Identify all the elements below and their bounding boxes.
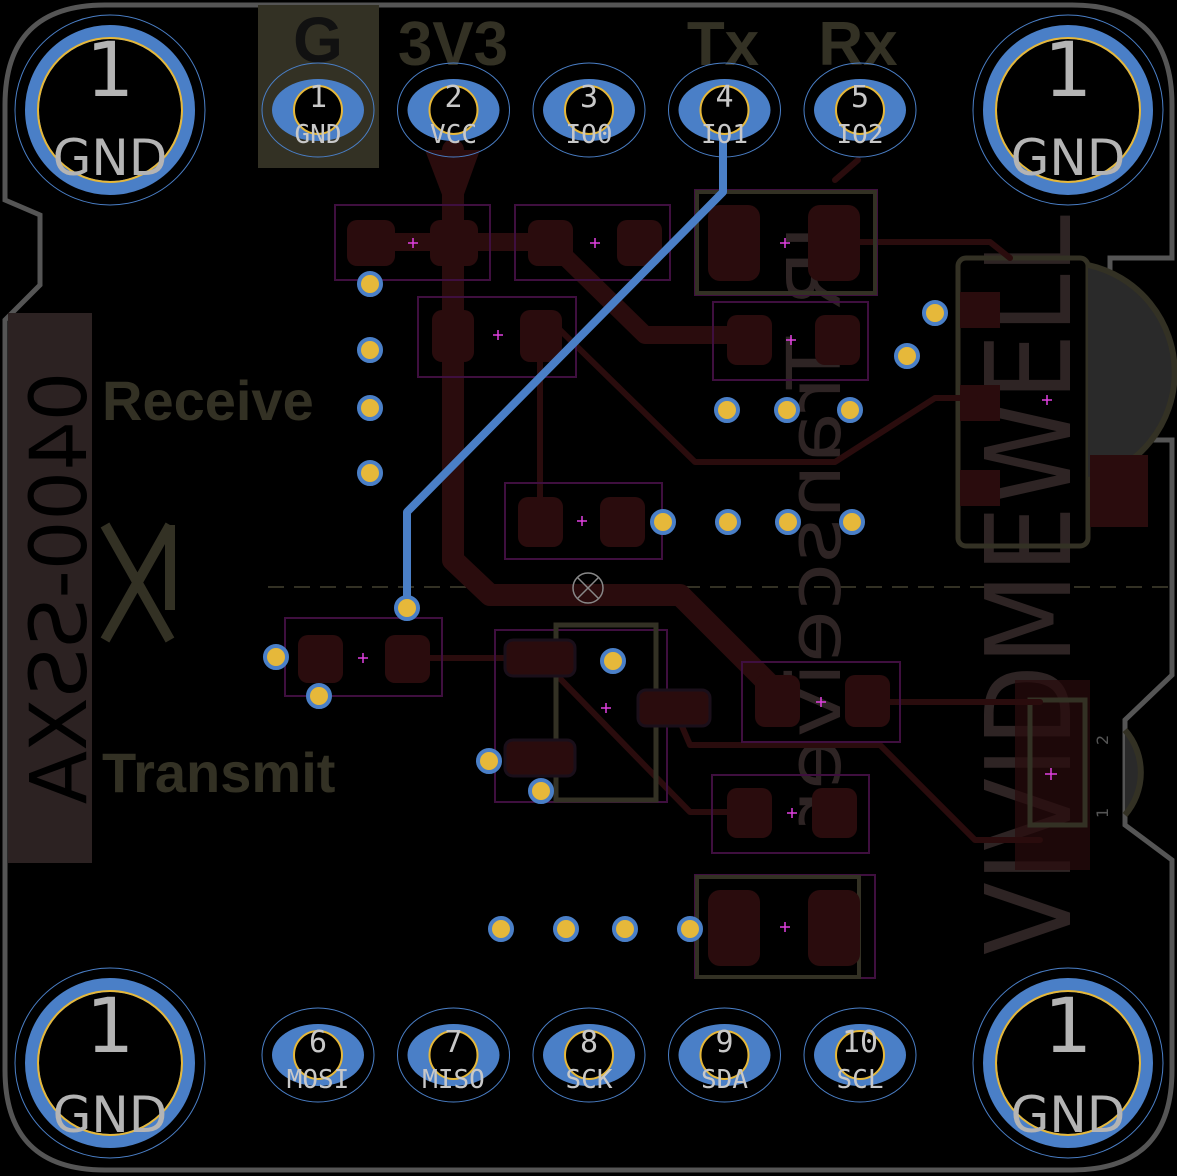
pin-number: 4 xyxy=(715,80,733,115)
pin-number: 8 xyxy=(580,1025,598,1060)
mount-hole-number: 1 xyxy=(86,25,134,114)
silk-g: G xyxy=(293,4,343,76)
pin-number: 3 xyxy=(580,80,598,115)
mount-hole-name: GND xyxy=(1011,129,1126,187)
mount-hole-number: 1 xyxy=(1044,25,1092,114)
pin-name: IO2 xyxy=(837,120,884,150)
part-number-box xyxy=(8,313,92,863)
ir-receiver-footprint xyxy=(955,255,1177,549)
mount-hole-name: GND xyxy=(53,1086,168,1144)
led-pin1-label: 1 xyxy=(1093,808,1112,818)
pin-name: MOSI xyxy=(287,1065,350,1095)
mount-hole-number: 1 xyxy=(86,981,134,1070)
pin-name: SCL xyxy=(837,1065,884,1095)
pin-number: 7 xyxy=(444,1025,462,1060)
pin-name: MISO xyxy=(422,1065,485,1095)
mount-hole: 1 GND xyxy=(14,967,206,1159)
mount-hole-number: 1 xyxy=(1044,981,1092,1070)
silk-transmit: Transmit xyxy=(102,741,335,804)
mount-hole-name: GND xyxy=(1011,1086,1126,1144)
pin-name: IO0 xyxy=(566,120,613,150)
pin-number: 5 xyxy=(851,80,869,115)
pin-number: 10 xyxy=(842,1025,878,1060)
pin-name: IO1 xyxy=(701,120,748,150)
silk-receive: Receive xyxy=(102,369,314,432)
part-number-label: 0400-SSXA xyxy=(15,372,105,804)
pin-name: SCK xyxy=(566,1065,613,1095)
silk-3v3: 3V3 xyxy=(398,10,508,79)
mount-hole: 1 GND xyxy=(972,967,1164,1159)
back-copper-trace xyxy=(403,110,727,608)
mount-hole: 1 GND xyxy=(14,14,206,206)
pin-number: 6 xyxy=(309,1025,327,1060)
origin-marker xyxy=(572,572,604,604)
pin-number: 9 xyxy=(715,1025,733,1060)
vias xyxy=(263,271,948,942)
mount-hole: 1 GND xyxy=(972,14,1164,206)
mount-hole-name: GND xyxy=(53,129,168,187)
pin-name: GND xyxy=(295,120,342,150)
pin-number: 1 xyxy=(309,80,327,115)
led-pin2-label: 2 xyxy=(1093,735,1112,745)
pin-name: SDA xyxy=(701,1065,748,1095)
pin-name: VCC xyxy=(430,120,477,150)
pin-number: 2 xyxy=(444,80,462,115)
silk-logo-x xyxy=(100,522,175,643)
